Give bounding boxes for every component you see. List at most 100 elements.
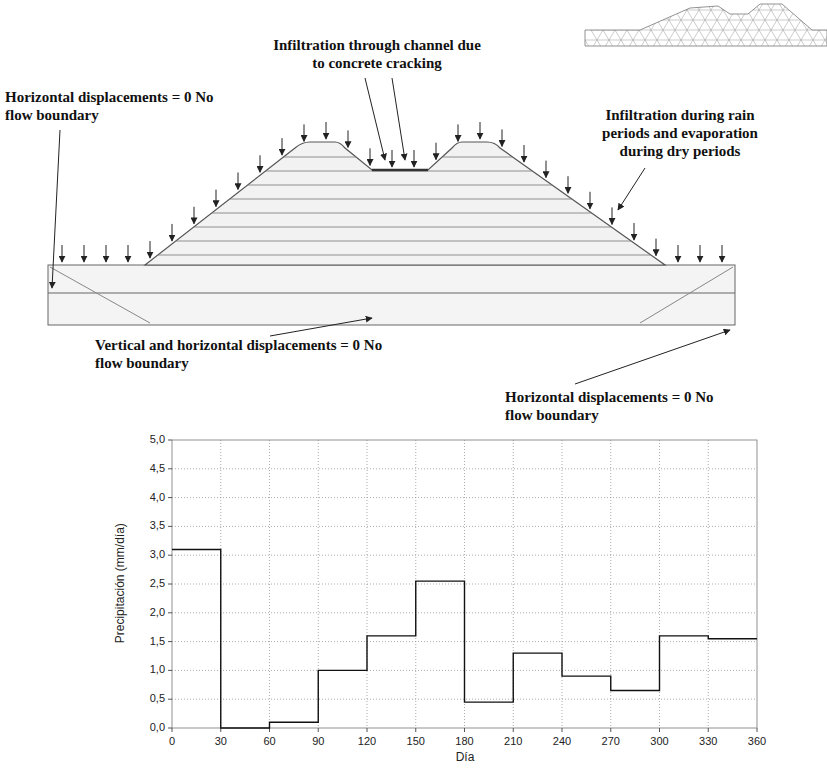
mesh-element — [747, 30, 759, 40]
mesh-element — [693, 0, 705, 10]
axis-tick-label: 4,0 — [120, 491, 165, 504]
mesh-element — [717, 40, 729, 50]
mesh-element — [699, 30, 711, 40]
infiltration-arrow — [282, 138, 283, 155]
mesh-element — [633, 0, 645, 10]
tick — [168, 497, 172, 498]
layer-line — [100, 227, 720, 228]
mesh-element — [729, 20, 741, 30]
mesh-element — [711, 10, 723, 20]
mesh-element — [735, 30, 747, 40]
mesh-element — [777, 20, 789, 30]
mesh-element — [711, 30, 723, 40]
mesh-element — [675, 10, 687, 20]
axis-tick-label: 300 — [640, 735, 680, 748]
layer-line — [100, 213, 720, 214]
axis-tick-label: 1,0 — [120, 663, 165, 676]
mesh-element — [825, 0, 827, 10]
layer-line — [100, 241, 720, 242]
infiltration-arrow — [150, 241, 151, 258]
mesh-element — [603, 10, 615, 20]
mesh-element — [645, 40, 657, 50]
mesh-element — [687, 30, 699, 40]
mesh-element — [777, 40, 789, 50]
mesh-element — [741, 0, 753, 10]
callout-text: Infiltration through channel due to conc… — [272, 36, 482, 72]
infiltration-arrow — [722, 245, 723, 262]
gridline — [172, 526, 757, 527]
infiltration-arrow — [546, 161, 547, 178]
mesh-element — [675, 30, 687, 40]
mesh-element — [717, 20, 729, 30]
mesh-element — [609, 0, 621, 10]
axis-tick-label: 5,0 — [120, 433, 165, 446]
axis-tick-label: 60 — [250, 735, 290, 748]
mesh-element — [591, 10, 603, 20]
infiltration-arrow — [590, 192, 591, 209]
embankment-layers — [100, 157, 720, 255]
infiltration-arrow — [260, 155, 261, 172]
gridline — [562, 440, 563, 728]
axis-tick-label: 4,5 — [120, 462, 165, 475]
boundary-mark — [640, 267, 733, 323]
mesh-element — [669, 20, 681, 30]
axis-title: Día — [415, 750, 515, 764]
mesh-element — [663, 30, 675, 40]
tick — [168, 641, 172, 642]
mesh-element — [759, 30, 771, 40]
mesh-element — [735, 10, 747, 20]
callout-text: Infiltration during rain periods and eva… — [585, 106, 775, 160]
mesh-element — [687, 10, 699, 20]
axis-tick-label: 330 — [688, 735, 728, 748]
mesh-element — [819, 30, 827, 40]
mesh-element — [627, 30, 639, 40]
mesh-element — [621, 40, 633, 50]
mesh-element — [795, 30, 807, 40]
infiltration-arrow — [480, 122, 481, 139]
mesh-element — [729, 0, 741, 10]
mesh-element — [819, 10, 827, 20]
tick — [168, 612, 172, 613]
infiltration-arrow — [172, 224, 173, 241]
mesh-element — [591, 30, 603, 40]
mesh-element — [807, 30, 819, 40]
mesh-element — [705, 0, 717, 10]
mesh-element — [615, 10, 627, 20]
tick — [168, 555, 172, 556]
infiltration-arrow — [656, 239, 657, 256]
mesh-element — [657, 0, 669, 10]
mesh-element — [639, 10, 651, 20]
mesh-element — [651, 10, 663, 20]
mesh-element — [759, 10, 771, 20]
mesh-element — [609, 40, 621, 50]
infiltration-arrow — [568, 176, 569, 193]
mesh-outline — [585, 4, 827, 46]
infiltration-arrow — [370, 148, 371, 165]
mesh-element — [807, 10, 819, 20]
plot-area — [172, 440, 757, 728]
mesh-element — [771, 30, 783, 40]
mesh-element — [693, 20, 705, 30]
foundation-soil — [48, 265, 735, 325]
tick — [757, 728, 758, 732]
boundary-note: Horizontal displacements = 0 No flow bou… — [5, 88, 220, 124]
mesh-element — [585, 20, 597, 30]
mesh-element — [789, 20, 801, 30]
infiltration-arrow — [634, 223, 635, 240]
mesh-element — [621, 0, 633, 10]
precipitation-chart — [168, 440, 757, 732]
infiltration-arrow — [62, 245, 63, 262]
tick — [562, 728, 563, 732]
axis-tick-label: 360 — [737, 735, 777, 748]
mesh-element — [825, 40, 827, 50]
tick — [168, 440, 172, 441]
mesh-element — [813, 0, 825, 10]
axis-tick-label: 150 — [396, 735, 436, 748]
embankment — [145, 142, 665, 265]
mesh-element — [723, 10, 735, 20]
gridline — [172, 468, 757, 469]
tick — [367, 728, 368, 732]
infiltration-arrow — [612, 207, 613, 224]
infiltration-arrow — [304, 124, 305, 141]
